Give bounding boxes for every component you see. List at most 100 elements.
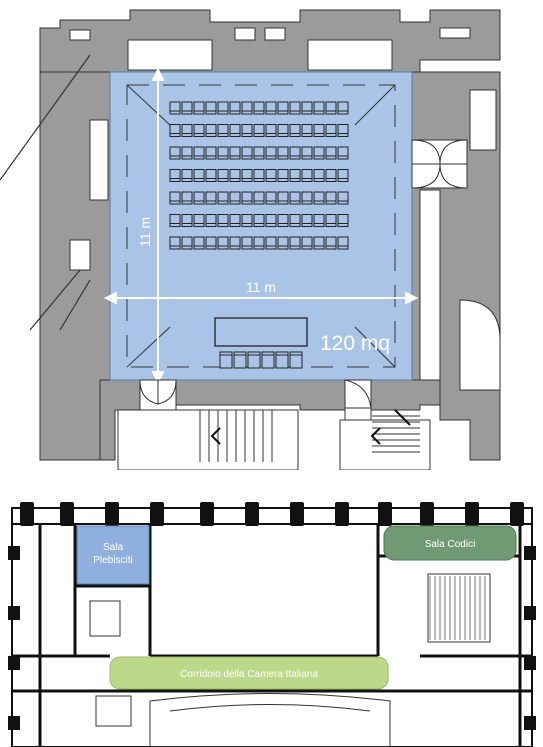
seat	[253, 236, 265, 250]
seat	[301, 146, 313, 160]
room-sala-codici[interactable]	[383, 525, 517, 561]
seat	[289, 124, 301, 137]
seat	[169, 169, 181, 182]
sala-codici-label: Sala Codici	[425, 539, 476, 550]
seat	[289, 214, 301, 227]
seat	[169, 214, 181, 227]
seat	[313, 236, 325, 250]
seat	[325, 101, 337, 115]
seat	[325, 146, 337, 160]
speaker-chair	[219, 351, 233, 369]
seat	[205, 146, 217, 160]
seat	[193, 101, 205, 115]
room-sala-plebisciti[interactable]	[76, 525, 150, 585]
door-bottom-right	[344, 379, 372, 421]
seat	[241, 124, 253, 137]
corridor-camera-italiana[interactable]	[109, 656, 389, 690]
speaker-chair	[247, 351, 261, 369]
seat	[301, 124, 313, 137]
room-dashed-outline	[126, 84, 396, 368]
seat	[289, 169, 301, 182]
seat	[313, 214, 325, 227]
seat	[205, 214, 217, 227]
seat	[325, 214, 337, 227]
seat	[169, 191, 181, 205]
seat	[301, 214, 313, 227]
seating-rows	[169, 101, 349, 250]
seat	[229, 101, 241, 115]
seat	[289, 101, 301, 115]
stairs-left	[199, 410, 273, 462]
left-wall-details	[69, 119, 109, 271]
seat	[277, 214, 289, 227]
seat	[217, 236, 229, 250]
seat	[277, 146, 289, 160]
seat	[217, 124, 229, 137]
seat	[325, 124, 337, 137]
seat	[325, 236, 337, 250]
pillar	[8, 606, 20, 620]
door-bottom-left	[139, 379, 177, 411]
seat	[265, 169, 277, 182]
seat	[301, 101, 313, 115]
seat	[277, 236, 289, 250]
staircase-frame	[427, 573, 491, 643]
seat	[181, 146, 193, 160]
seat	[253, 101, 265, 115]
pillar	[60, 502, 74, 526]
seat	[301, 169, 313, 182]
pillar	[150, 502, 164, 526]
seat	[217, 101, 229, 115]
seat	[205, 236, 217, 250]
seat	[193, 169, 205, 182]
seat	[217, 146, 229, 160]
pillar	[524, 716, 536, 730]
seat	[181, 124, 193, 137]
speaker-chair	[289, 351, 303, 369]
seat	[181, 236, 193, 250]
seat	[265, 146, 277, 160]
seat	[265, 236, 277, 250]
exterior-lines	[0, 54, 91, 331]
seat	[241, 214, 253, 227]
pillar	[290, 502, 304, 526]
seat	[217, 191, 229, 205]
seat	[289, 146, 301, 160]
pillar	[200, 502, 214, 526]
sala-plebisciti-label-line2: Plebisciti	[93, 555, 132, 566]
seat	[313, 124, 325, 137]
seat	[181, 101, 193, 115]
seat	[337, 169, 349, 182]
seat	[229, 191, 241, 205]
stair-arrows	[210, 409, 411, 445]
corridor-label: Corridoio della Camera Italiana	[180, 669, 318, 680]
dimension-lines	[103, 67, 419, 385]
seat	[169, 236, 181, 250]
pillar	[245, 502, 259, 526]
small-rooms	[89, 600, 391, 747]
pillar	[465, 502, 479, 526]
seat	[253, 146, 265, 160]
seat	[289, 191, 301, 205]
pillar	[8, 656, 20, 670]
seat	[337, 236, 349, 250]
door-right	[411, 139, 468, 189]
seat	[313, 191, 325, 205]
seat	[229, 169, 241, 182]
seat	[217, 169, 229, 182]
pillar	[335, 502, 349, 526]
seat	[229, 236, 241, 250]
sala-plebisciti-label-line1: Sala	[103, 542, 123, 553]
lower-rooms	[117, 409, 431, 470]
seat	[181, 169, 193, 182]
speaker-table	[214, 317, 308, 347]
floor-plan: Sala Plebisciti Sala Codici Corridoio de…	[8, 502, 536, 747]
seat	[217, 214, 229, 227]
dimension-vertical-label: 11 m	[137, 217, 153, 247]
pillar	[378, 502, 392, 526]
right-wall-details	[419, 89, 501, 391]
pillar	[524, 546, 536, 560]
seat	[205, 169, 217, 182]
seat	[193, 146, 205, 160]
seat	[325, 191, 337, 205]
